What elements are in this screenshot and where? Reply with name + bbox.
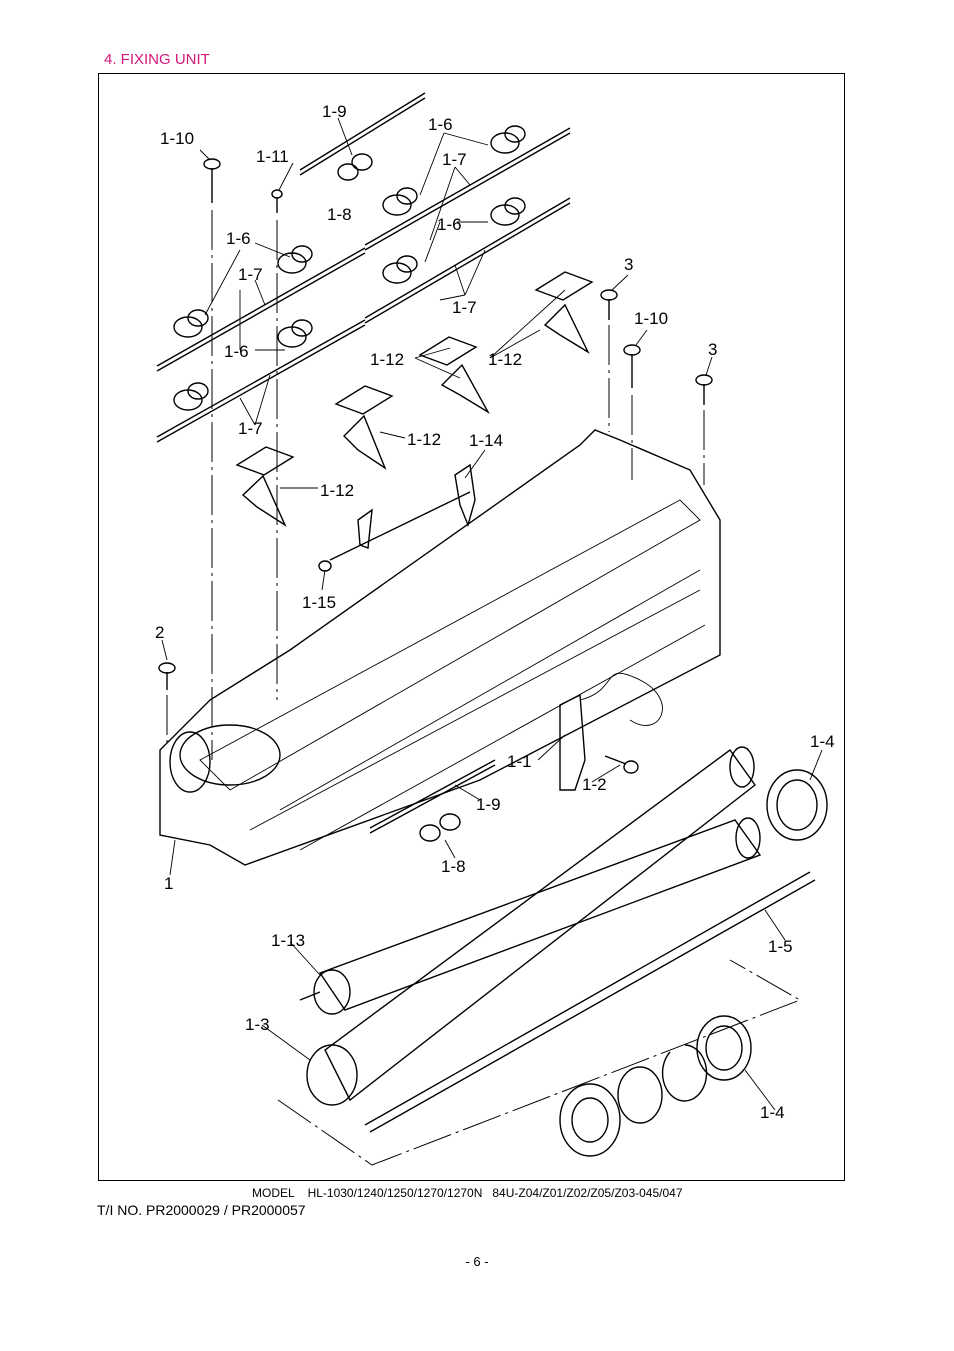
bushing-1-4 [696, 769, 828, 1081]
heat-roller-1-3 [306, 746, 756, 1106]
screw-1-10-right [623, 344, 641, 480]
shaft-1-7-middle-right [364, 197, 571, 324]
callout-1-12-mid: 1-12 [370, 350, 404, 369]
callout-1-9-top: 1-9 [322, 102, 347, 121]
callout-1-7-left-lower: 1-7 [238, 419, 263, 438]
callout-3-right: 3 [708, 340, 717, 359]
callout-1-12-left: 1-12 [320, 481, 354, 500]
pressure-roller-1-13 [299, 817, 762, 1015]
diagram-frame [98, 73, 845, 1181]
callout-1-6-top: 1-6 [428, 115, 453, 134]
collar-1-8-top [337, 153, 373, 181]
callout-1-6-mid-right: 1-6 [437, 215, 462, 234]
shaft-1-7-left-upper [156, 247, 366, 372]
screw-1-10-left [203, 158, 221, 760]
callout-1-8-top: 1-8 [327, 205, 352, 224]
ti-number: T/I NO. PR2000029 / PR2000057 [97, 1202, 306, 1218]
section-title: 4. FIXING UNIT [104, 51, 210, 68]
gear-and-rings [559, 1044, 708, 1157]
screw-3-right [695, 374, 713, 485]
callout-1-4-bottom: 1-4 [760, 1103, 785, 1122]
collar-1-8-lower [419, 813, 461, 842]
page-number: - 6 - [465, 1254, 489, 1269]
callout-1-6-left-upper: 1-6 [226, 229, 251, 248]
roller-1-6 [173, 125, 526, 411]
callout-1-7-left-upper: 1-7 [238, 265, 263, 284]
callout-1-1: 1-1 [507, 752, 532, 771]
callout-1-15: 1-15 [302, 593, 336, 612]
frame-body-1 [159, 429, 721, 866]
halogen-lamp-1-5 [277, 871, 816, 1166]
screw-3-left [600, 289, 618, 432]
spring-1-9-top [299, 92, 426, 176]
guide-1-12 [235, 271, 594, 527]
callout-3-left: 3 [624, 255, 633, 274]
spring-1-9-lower [369, 759, 496, 834]
callout-1-7-mid: 1-7 [452, 298, 477, 317]
callout-1-10-right: 1-10 [634, 309, 668, 328]
callout-1-2: 1-2 [582, 775, 607, 794]
callout-1-5: 1-5 [768, 937, 793, 956]
leader-lines [161, 117, 823, 1111]
callout-1-4-top: 1-4 [810, 732, 835, 751]
actuator-1-14 [318, 463, 476, 572]
callout-1-10-left: 1-10 [160, 129, 194, 148]
callout-1-9-lower: 1-9 [476, 795, 501, 814]
callout-2: 2 [155, 623, 164, 642]
shaft-1-7-left-lower [156, 319, 366, 443]
screw-2 [158, 662, 176, 745]
callout-1-6-left-lower: 1-6 [224, 342, 249, 361]
callout-1-3: 1-3 [245, 1015, 270, 1034]
callout-labels: 1-9 1-10 1-11 1-6 1-7 1-8 1-6 1-6 1-7 1-… [155, 102, 835, 1122]
shaft-1-7-top-right [364, 127, 571, 251]
callout-1-14: 1-14 [469, 431, 503, 450]
callout-1-12-right: 1-12 [488, 350, 522, 369]
callout-1: 1 [164, 874, 173, 893]
callout-1-7-top: 1-7 [442, 150, 467, 169]
callout-1-8-lower: 1-8 [441, 857, 466, 876]
screw-1-11 [271, 189, 283, 700]
thermistor-1-1 [559, 672, 663, 791]
screw-1-2 [604, 755, 639, 774]
callout-1-12-left-mid: 1-12 [407, 430, 441, 449]
callout-1-13: 1-13 [271, 931, 305, 950]
callout-1-11: 1-11 [256, 147, 289, 166]
model-line: MODEL HL-1030/1240/1250/1270/1270N 84U-Z… [252, 1186, 683, 1200]
